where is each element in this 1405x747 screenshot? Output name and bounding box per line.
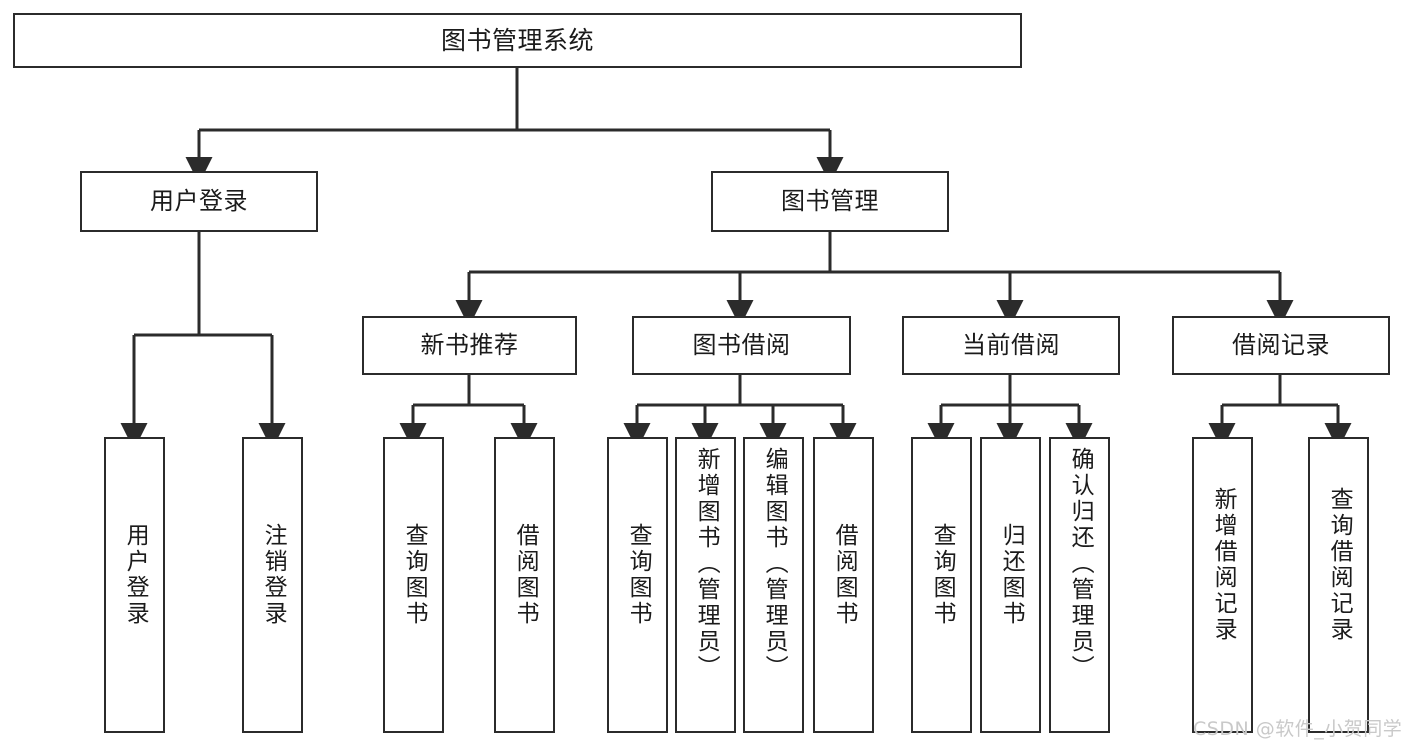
leaf-current-confirm-return-admin[interactable]: 确认归还（管理员） — [1049, 437, 1110, 733]
node-label: 编辑图书（管理员） — [761, 447, 788, 681]
node-label: 用户登录 — [122, 523, 149, 627]
node-book-management[interactable]: 图书管理 — [711, 171, 949, 232]
node-label: 查询图书 — [929, 523, 956, 627]
leaf-borrow-borrow-book[interactable]: 借阅图书 — [813, 437, 874, 733]
watermark-text: CSDN @软件_小贺同学 — [1193, 718, 1403, 740]
node-label: 归还图书 — [998, 523, 1025, 627]
node-label: 借阅记录 — [1232, 331, 1330, 360]
node-label: 查询借阅记录 — [1326, 487, 1353, 643]
node-label: 新增图书（管理员） — [693, 447, 720, 681]
leaf-user-logout[interactable]: 注销登录 — [242, 437, 303, 733]
node-label: 查询图书 — [625, 523, 652, 627]
node-label: 用户登录 — [150, 187, 248, 216]
leaf-recommend-borrow-book[interactable]: 借阅图书 — [494, 437, 555, 733]
node-book-borrow[interactable]: 图书借阅 — [632, 316, 851, 375]
node-new-book-recommend[interactable]: 新书推荐 — [362, 316, 577, 375]
node-label: 新书推荐 — [420, 331, 519, 360]
leaf-record-add-record[interactable]: 新增借阅记录 — [1192, 437, 1253, 733]
node-current-borrow[interactable]: 当前借阅 — [902, 316, 1120, 375]
leaf-user-login[interactable]: 用户登录 — [104, 437, 165, 733]
node-label: 确认归还（管理员） — [1067, 447, 1094, 681]
leaf-current-return-book[interactable]: 归还图书 — [980, 437, 1041, 733]
node-label: 图书管理 — [781, 187, 879, 216]
node-user-login[interactable]: 用户登录 — [80, 171, 318, 232]
node-label: 图书管理系统 — [440, 25, 594, 55]
node-label: 图书借阅 — [692, 331, 791, 360]
node-label: 查询图书 — [401, 523, 428, 627]
leaf-borrow-edit-book-admin[interactable]: 编辑图书（管理员） — [743, 437, 804, 733]
node-borrow-record[interactable]: 借阅记录 — [1172, 316, 1390, 375]
leaf-borrow-query-book[interactable]: 查询图书 — [607, 437, 668, 733]
node-root-system[interactable]: 图书管理系统 — [13, 13, 1022, 68]
node-label: 借阅图书 — [512, 523, 539, 627]
node-label: 当前借阅 — [962, 331, 1060, 360]
leaf-recommend-query-book[interactable]: 查询图书 — [383, 437, 444, 733]
node-label: 新增借阅记录 — [1210, 487, 1237, 643]
leaf-current-query-book[interactable]: 查询图书 — [911, 437, 972, 733]
node-label: 借阅图书 — [831, 523, 858, 627]
node-label: 注销登录 — [260, 523, 287, 627]
leaf-record-query-record[interactable]: 查询借阅记录 — [1308, 437, 1369, 733]
leaf-borrow-add-book-admin[interactable]: 新增图书（管理员） — [675, 437, 736, 733]
